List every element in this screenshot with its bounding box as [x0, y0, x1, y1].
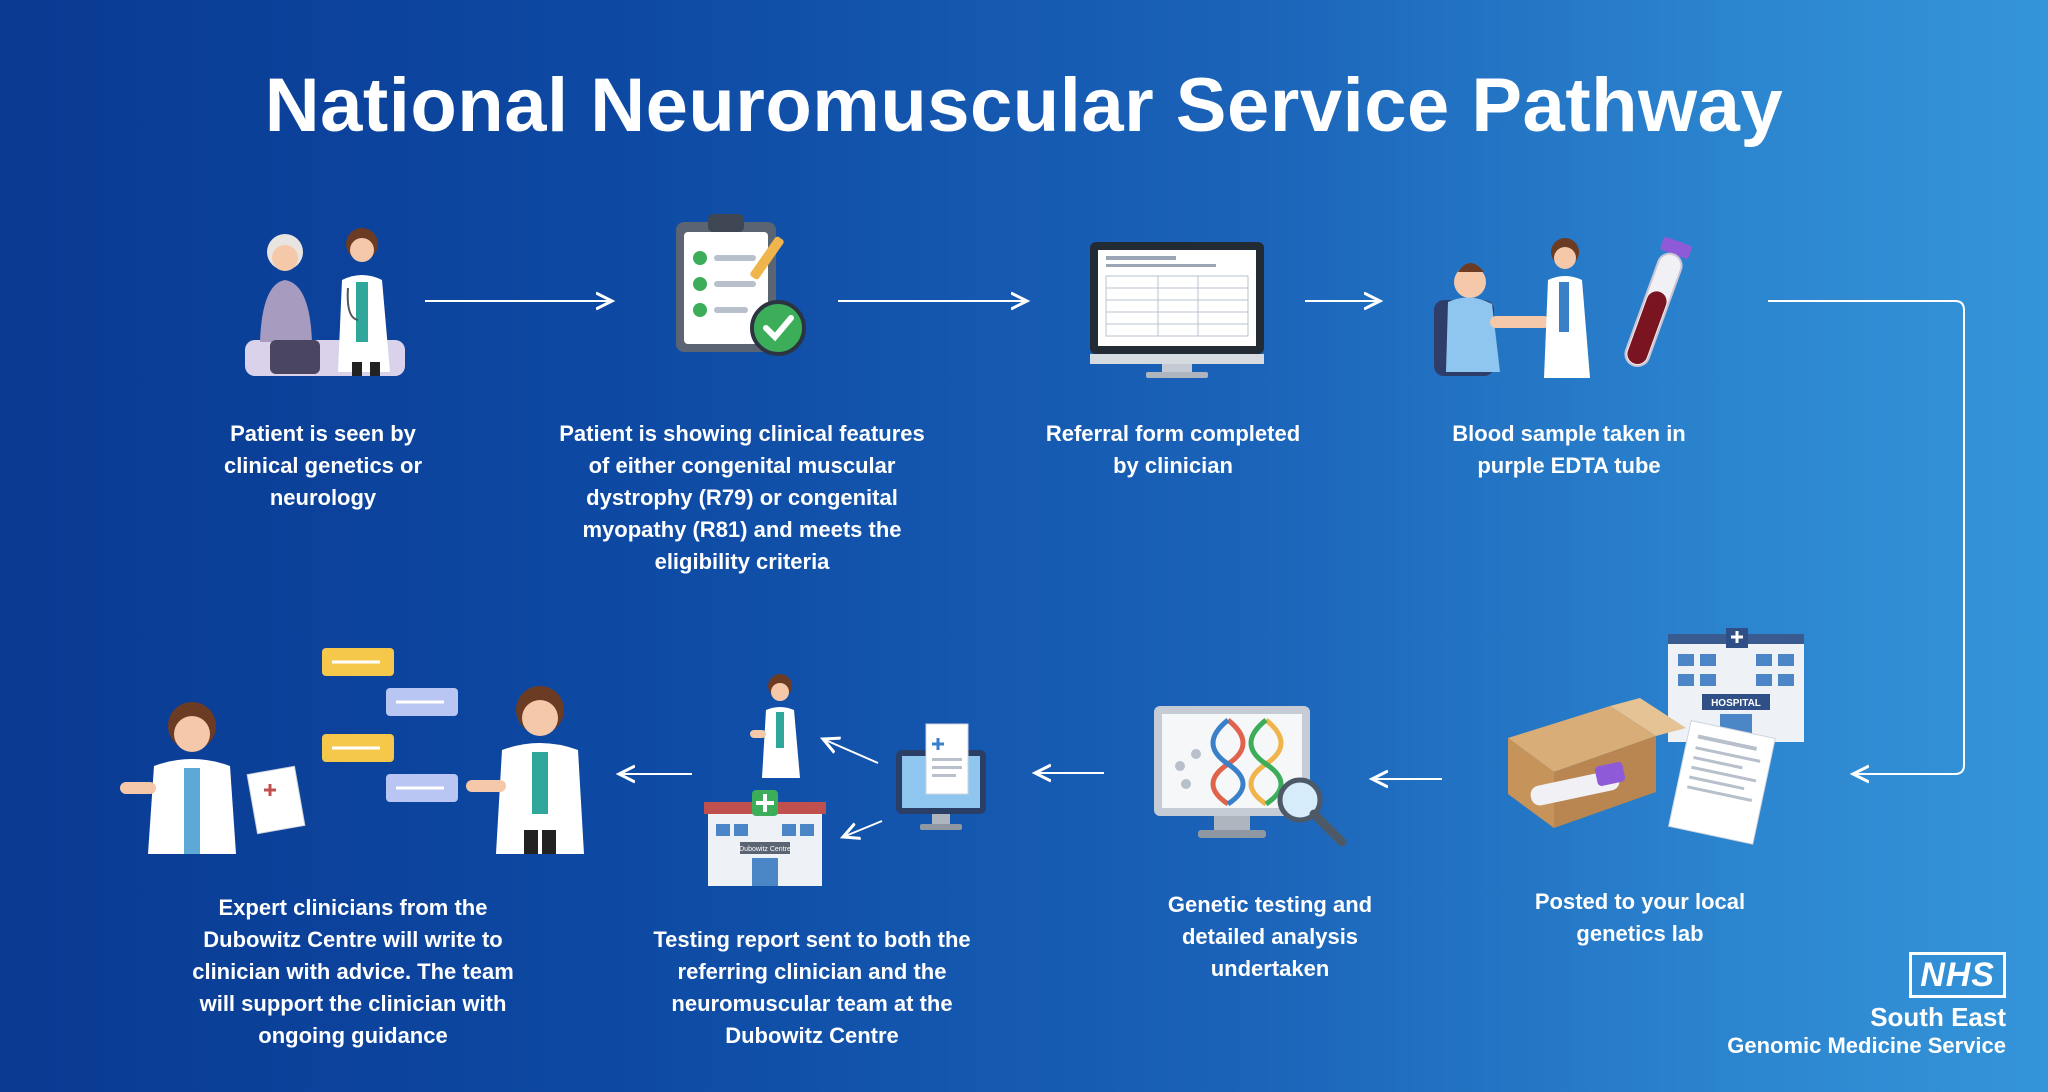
- nhs-service-name: Genomic Medicine Service: [1727, 1033, 2006, 1058]
- hospital-sign: HOSPITAL: [1711, 698, 1761, 709]
- clinicians-chat-icon: [120, 648, 584, 854]
- step-expert-advice: Expert clinicians from the Dubowitz Cent…: [192, 895, 514, 1048]
- step-testing-report: Testing report sent to both the referrin…: [653, 927, 971, 1048]
- step-posted-to-lab: Posted to your local genetics lab: [1534, 889, 1746, 946]
- dna-analysis-icon: [1154, 706, 1347, 847]
- parcel-hospital-icon: HOSPITAL: [1508, 628, 1804, 845]
- dubowitz-sign: Dubowitz Centre: [739, 846, 791, 853]
- clipboard-checklist-icon: [676, 214, 806, 356]
- step-genetic-testing: Genetic testing and detailed analysis un…: [1167, 892, 1373, 981]
- report-distribution-icon: Dubowitz Centre: [704, 674, 986, 886]
- step-clinical-features: Patient is showing clinical features of …: [559, 421, 925, 574]
- monitor-form-icon: [1090, 242, 1264, 378]
- step-referral-form: Referral form completed by clinician: [1045, 421, 1301, 478]
- step-patient-seen: Patient is seen by clinical genetics or …: [223, 421, 423, 510]
- nhs-logo: NHS: [1909, 952, 2006, 998]
- patient-doctor-icon: [245, 228, 405, 376]
- arrow-4-5: [1768, 300, 1965, 774]
- page-title: National Neuromuscular Service Pathway: [264, 63, 1784, 148]
- arrow-report-centre: [843, 820, 883, 837]
- chat-bubbles: [322, 648, 458, 802]
- arrow-report-clinician: [823, 739, 879, 764]
- step-blood-sample: Blood sample taken in purple EDTA tube: [1452, 421, 1686, 478]
- blood-draw-icon: [1434, 236, 1692, 378]
- nhs-branding: NHS South East Genomic Medicine Service: [1727, 952, 2006, 1060]
- nhs-region: South East: [1870, 1002, 2006, 1032]
